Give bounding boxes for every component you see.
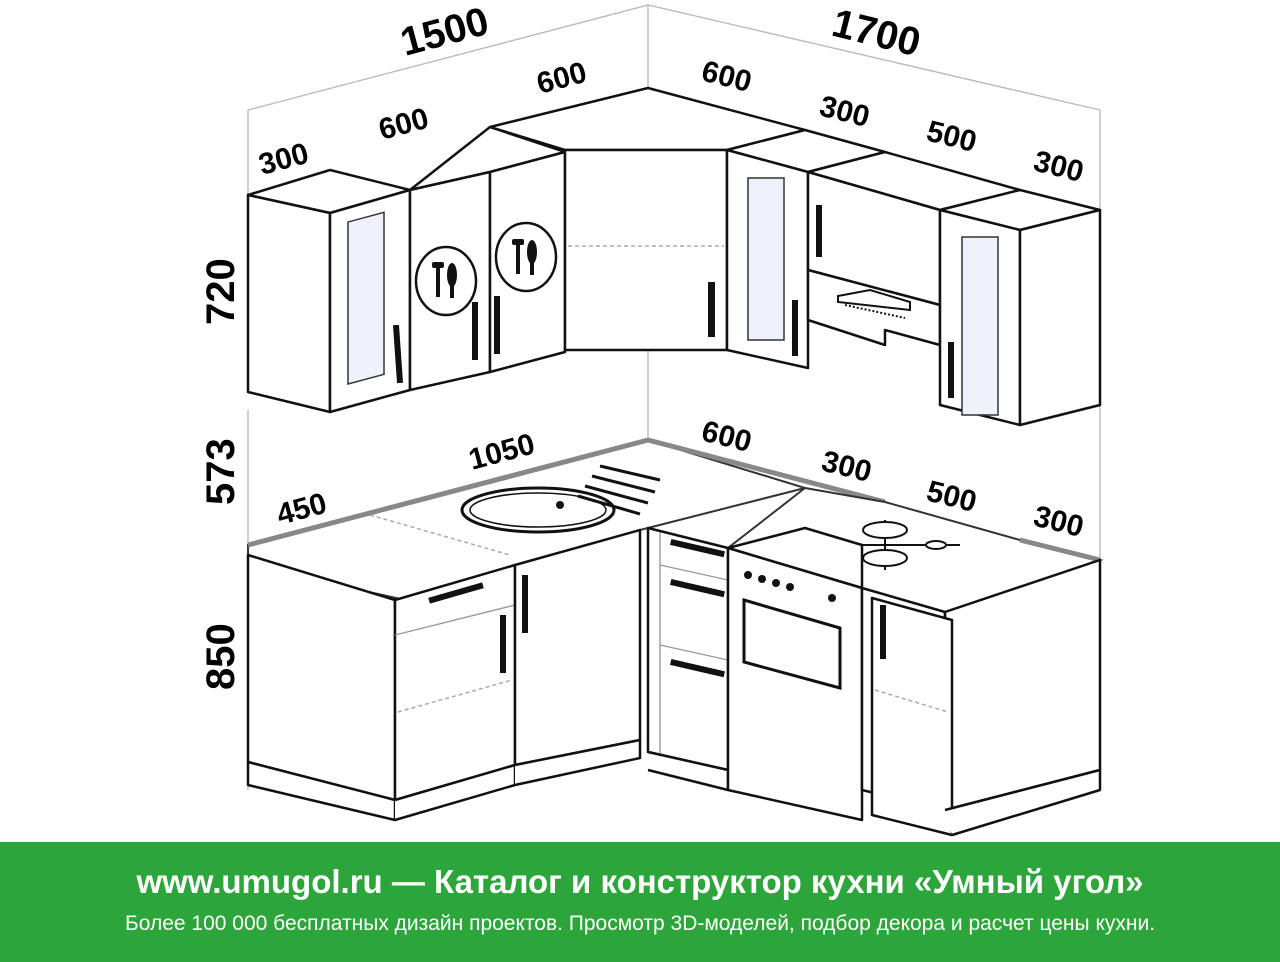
door-handle xyxy=(708,282,715,337)
door-handle xyxy=(472,302,478,360)
plate-decal xyxy=(494,221,558,293)
banner-subtitle: Более 100 000 бесплатных дизайн проектов… xyxy=(124,912,1156,935)
dim-height-gap: 573 xyxy=(199,438,243,505)
dim-lower-right-4: 300 xyxy=(1030,500,1087,544)
drawer-handle xyxy=(670,579,725,598)
glass-pane xyxy=(961,236,999,416)
dim-upper-right-3: 300 xyxy=(1030,145,1087,189)
door-handle xyxy=(494,296,500,354)
door-handle xyxy=(500,615,506,673)
lower-drawer-unit xyxy=(646,526,730,792)
dim-upper-corner-left: 600 xyxy=(533,56,590,101)
banner-title-link[interactable]: www.umugol.ru — Каталог и конструктор ку… xyxy=(136,863,1144,900)
drawer-handle xyxy=(428,582,484,604)
promo-banner: www.umugol.ru — Каталог и конструктор ку… xyxy=(0,842,1280,962)
glass-pane xyxy=(747,177,785,341)
dim-upper-corner-right: 600 xyxy=(698,55,755,99)
dim-lower-right-1: 600 xyxy=(698,415,755,459)
door-handle xyxy=(392,324,404,384)
upper-cabinets-left xyxy=(246,125,567,414)
drainer-grooves xyxy=(577,464,661,516)
oven xyxy=(726,526,864,822)
cutlery-icon xyxy=(432,239,537,298)
door-handle xyxy=(816,205,822,257)
kitchen-diagram: 1500 1700 300 600 600 600 300 500 300 72… xyxy=(199,0,1104,837)
dim-upper-right-2: 500 xyxy=(923,115,980,159)
door-handle xyxy=(792,300,798,356)
dim-upper-left-2: 600 xyxy=(375,102,432,147)
dim-lower-right-2: 300 xyxy=(818,445,875,489)
dim-total-right: 1700 xyxy=(828,1,925,65)
sink xyxy=(460,464,661,534)
drawer-handle xyxy=(670,539,725,558)
dim-upper-right-1: 300 xyxy=(816,90,873,134)
glass-pane xyxy=(347,211,385,385)
dim-height-lower: 850 xyxy=(199,623,243,690)
dim-height-upper: 720 xyxy=(199,258,243,325)
plate-decal xyxy=(414,245,478,317)
door-handle xyxy=(948,342,954,398)
dim-upper-left-1: 300 xyxy=(255,137,312,182)
hood-vent-icon xyxy=(837,288,911,319)
upper-cabinets-right xyxy=(725,128,1102,427)
dim-lower-right-3: 500 xyxy=(923,475,980,519)
dim-total-left: 1500 xyxy=(396,0,493,65)
oven-knobs xyxy=(744,571,836,602)
lower-cabinets-left xyxy=(246,528,642,822)
door-handle xyxy=(880,605,886,659)
door-handle xyxy=(522,575,528,633)
drawer-handle xyxy=(670,659,725,678)
lower-cabinet-right xyxy=(860,558,1102,837)
